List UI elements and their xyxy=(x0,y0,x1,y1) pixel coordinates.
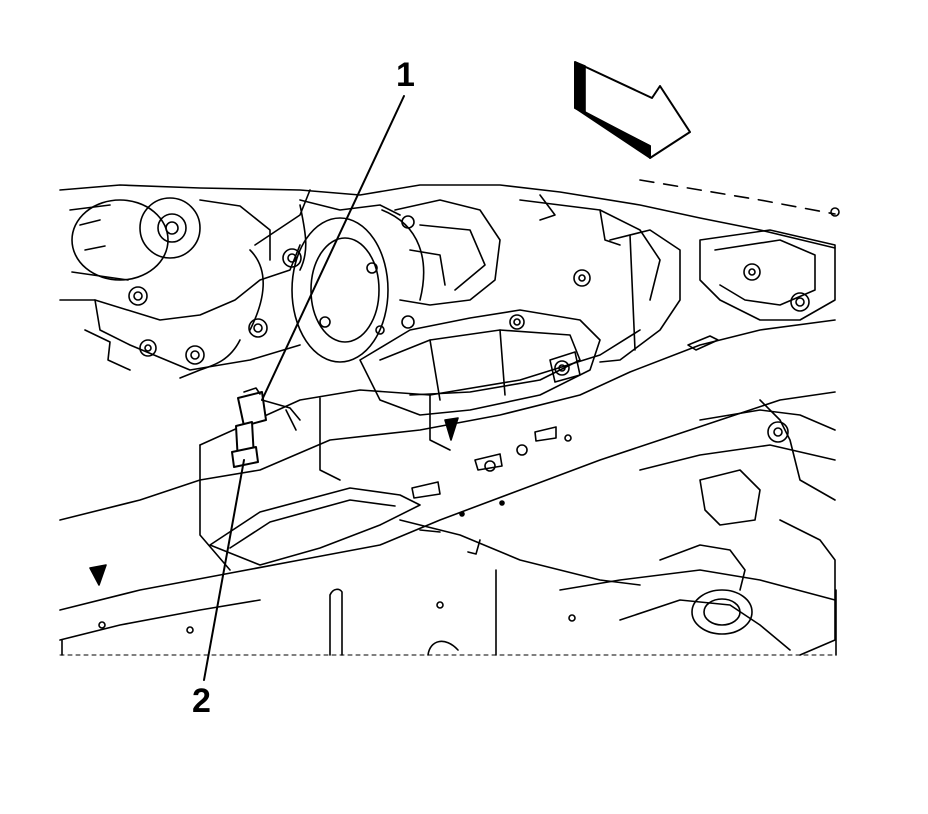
bolt xyxy=(232,422,258,467)
front-direction-arrow-icon xyxy=(575,62,690,158)
callout-1-leader-line xyxy=(262,96,404,400)
lower-chassis-detail xyxy=(60,400,836,655)
callout-1-label: 1 xyxy=(396,56,415,94)
transmission-crossmember xyxy=(60,230,835,610)
callout-2-label: 2 xyxy=(192,682,211,720)
oil-pan-mount xyxy=(360,310,600,415)
callout-2-leader-line xyxy=(204,460,244,680)
engine-transmission-assembly xyxy=(60,180,839,378)
sensor xyxy=(238,388,300,430)
